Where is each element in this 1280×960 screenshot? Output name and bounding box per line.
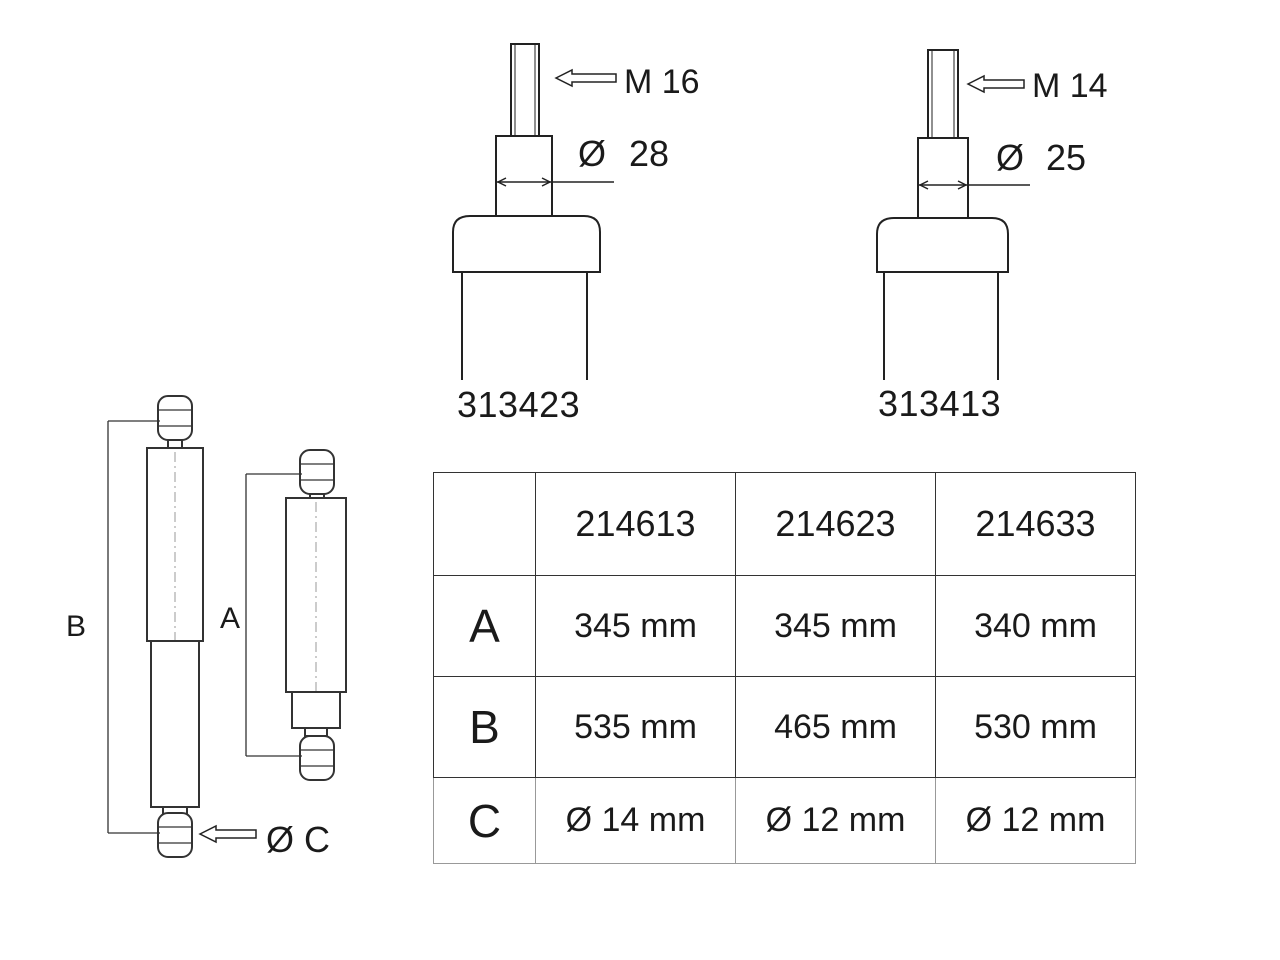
piston-rod-collar	[917, 137, 969, 219]
lower-tube	[291, 691, 341, 729]
dimension-c-label: Ø C	[266, 819, 330, 860]
dimension-b-line	[107, 420, 160, 834]
part-number-label: 313423	[457, 384, 580, 425]
shock-absorber-long	[146, 395, 204, 858]
table-cell: 345 mm	[535, 575, 736, 677]
shock-absorber-short	[285, 449, 347, 781]
dust-cover-cap	[452, 215, 601, 273]
table-header-row: 214613 214623 214633	[433, 472, 1136, 576]
diameter-value: 28	[629, 133, 669, 174]
eye-diameter-arrow-icon	[198, 824, 257, 844]
table-cell: 345 mm	[735, 575, 936, 677]
row-header: C	[433, 777, 536, 864]
table-cell: 530 mm	[935, 676, 1136, 778]
table-cell: 465 mm	[735, 676, 936, 778]
table-cell: Ø 12 mm	[735, 777, 936, 864]
diameter-symbol: Ø	[996, 137, 1024, 178]
top-mount-313413	[876, 49, 1030, 380]
table-corner-cell	[433, 472, 536, 576]
column-header: 214633	[935, 472, 1136, 576]
row-header: A	[433, 575, 536, 677]
top-eye-bushing	[299, 449, 335, 495]
dimension-a-line	[245, 473, 302, 757]
part-number-label: 313413	[878, 383, 1001, 424]
piston-rod-collar	[495, 135, 553, 217]
table-cell: 340 mm	[935, 575, 1136, 677]
row-header: B	[433, 676, 536, 778]
dimension-a-label: A	[220, 602, 240, 635]
lower-tube	[150, 640, 200, 808]
dust-cover-cap	[876, 217, 1009, 273]
thread-label: M 16	[624, 63, 700, 101]
table-cell: Ø 14 mm	[535, 777, 736, 864]
table-row: A 345 mm 345 mm 340 mm	[433, 575, 1136, 677]
table-cell: 535 mm	[535, 676, 736, 778]
thread-arrow-icon	[966, 74, 1025, 94]
table-cell: Ø 12 mm	[935, 777, 1136, 864]
bottom-eye-bushing	[299, 735, 335, 781]
thread-arrow-icon	[554, 68, 617, 88]
top-eye-bushing	[157, 395, 193, 441]
top-mount-313423	[452, 43, 617, 380]
thread-label: M 14	[1032, 67, 1108, 105]
diameter-value: 25	[1046, 137, 1086, 178]
table-row: C Ø 14 mm Ø 12 mm Ø 12 mm	[433, 777, 1136, 864]
spec-table: 214613 214623 214633 A 345 mm 345 mm 340…	[433, 472, 1136, 864]
diameter-symbol: Ø	[578, 133, 606, 174]
column-header: 214623	[735, 472, 936, 576]
bottom-eye-bushing	[157, 812, 193, 858]
column-header: 214613	[535, 472, 736, 576]
dimension-b-label: B	[66, 610, 86, 643]
table-row: B 535 mm 465 mm 530 mm	[433, 676, 1136, 778]
